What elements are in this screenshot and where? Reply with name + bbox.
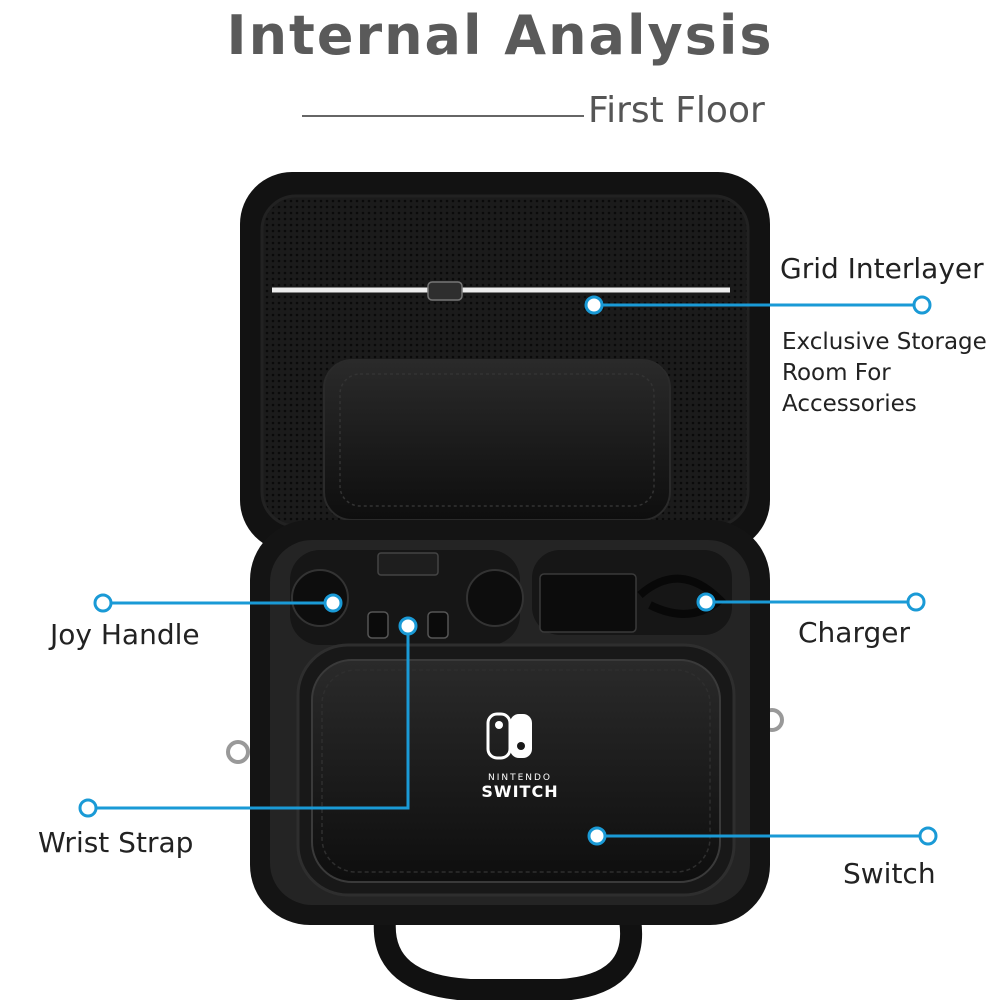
grid-interlayer-description: Exclusive Storage Room For Accessories xyxy=(782,327,987,420)
logo-line1: NINTENDO xyxy=(488,773,552,783)
switch-marker xyxy=(587,826,607,846)
carry-handle xyxy=(373,909,643,1000)
strap-ring-left xyxy=(226,740,250,764)
joycon-right xyxy=(466,569,524,627)
charger-label: Charger xyxy=(798,616,910,649)
charger-brick xyxy=(539,573,637,633)
logo-line2: SWITCH xyxy=(481,782,558,801)
joycon-grip-piece xyxy=(377,552,439,576)
description-line: Room For xyxy=(782,360,891,386)
charger-marker xyxy=(696,592,716,612)
joy-handle-end-marker xyxy=(93,593,113,613)
switch-end-marker xyxy=(918,826,938,846)
charger-cable xyxy=(637,574,726,618)
joy-handle-label: Joy Handle xyxy=(50,618,200,651)
description-line: Accessories xyxy=(782,391,917,417)
wrist-strap-marker xyxy=(398,616,418,636)
wrist-strap-right xyxy=(427,611,449,639)
joycon-compartment xyxy=(290,550,520,645)
wrist-strap-end-marker xyxy=(78,798,98,818)
charger-end-marker xyxy=(906,592,926,612)
grid-interlayer-end-marker xyxy=(912,295,932,315)
description-line: Exclusive Storage xyxy=(782,329,987,355)
switch-pouch xyxy=(311,659,721,883)
grid-interlayer-marker xyxy=(584,295,604,315)
page-subtitle: First Floor xyxy=(588,90,765,131)
zipper-pull xyxy=(427,281,463,301)
wrist-strap-label: Wrist Strap xyxy=(38,826,194,859)
wrist-strap-left xyxy=(367,611,389,639)
switch-label: Switch xyxy=(843,857,936,890)
joy-handle-marker xyxy=(323,593,343,613)
wrist-strap-connector xyxy=(88,626,410,810)
subtitle-rule xyxy=(302,115,584,117)
nintendo-switch-logo xyxy=(486,712,532,760)
page-title: Internal Analysis xyxy=(226,4,774,67)
grid-interlayer-label: Grid Interlayer xyxy=(780,252,984,285)
